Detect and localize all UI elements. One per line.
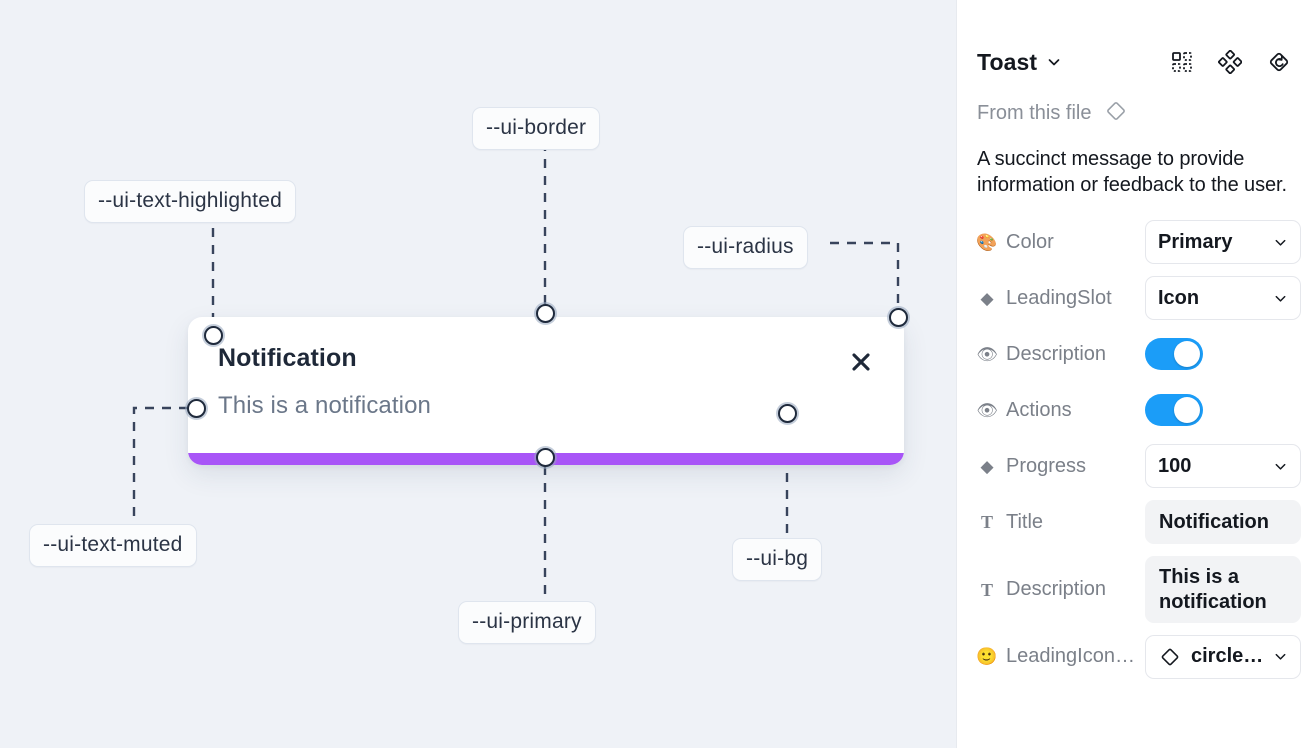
property-label-title: T Title: [977, 511, 1145, 534]
toggle-knob: [1174, 341, 1200, 368]
token-chip-ui-border[interactable]: --ui-border: [472, 107, 601, 150]
property-row-description-text: T Description This is a notification: [977, 556, 1301, 623]
leadingicon-select[interactable]: circle…: [1145, 634, 1301, 679]
progress-select[interactable]: 100: [1145, 444, 1301, 489]
toast-description: This is a notification: [218, 392, 431, 419]
property-label-text: Actions: [1006, 398, 1072, 421]
property-label-actions: 👁 Actions: [977, 399, 1145, 422]
component-select-icon[interactable]: [1170, 50, 1194, 74]
property-list: 🎨 Color Primary ◆ LeadingSlot: [977, 220, 1301, 679]
eye-emoji-icon: 👁: [977, 400, 998, 420]
diamond-icon: ◆: [980, 288, 994, 308]
from-this-file[interactable]: From this file: [977, 98, 1292, 129]
leadingicon-select-value: circle…: [1191, 645, 1264, 668]
title-input[interactable]: Notification: [1145, 500, 1301, 545]
property-row-title: T Title Notification: [977, 500, 1301, 545]
progress-select-value: 100: [1158, 454, 1192, 477]
properties-panel: Toast: [956, 0, 1312, 748]
token-chip-ui-primary[interactable]: --ui-primary: [458, 601, 596, 644]
reset-instance-icon[interactable]: [1266, 49, 1292, 75]
component-description: A succinct message to provide informatio…: [977, 148, 1287, 196]
token-handle-ui-text-muted[interactable]: [187, 399, 206, 418]
description-input[interactable]: This is a notification: [1145, 556, 1301, 623]
token-handle-ui-text-highlighted[interactable]: [204, 326, 223, 345]
property-label-text: Progress: [1006, 454, 1087, 477]
property-row-color: 🎨 Color Primary: [977, 220, 1301, 265]
token-chip-ui-text-highlighted[interactable]: --ui-text-highlighted: [84, 180, 296, 223]
property-label-text: Description: [1006, 342, 1107, 365]
chevron-down-icon: [1273, 459, 1288, 474]
chevron-down-icon: [1273, 649, 1288, 664]
panel-header-actions: [1170, 49, 1292, 75]
property-label-description-text: T Description: [977, 578, 1145, 601]
property-label-text: LeadingIcon…: [1006, 645, 1135, 668]
token-chip-ui-bg[interactable]: --ui-bg: [732, 538, 823, 581]
token-chip-ui-text-muted[interactable]: --ui-text-muted: [29, 524, 197, 567]
token-handle-ui-primary[interactable]: [536, 448, 555, 467]
component-instance-icon[interactable]: [1218, 50, 1242, 74]
chevron-down-icon: [1273, 235, 1288, 250]
component-diamond-icon: [1158, 645, 1182, 669]
close-icon[interactable]: [848, 349, 874, 375]
palette-emoji-icon: 🎨: [977, 232, 998, 252]
property-row-description-visibility: 👁 Description: [977, 332, 1292, 376]
property-label-description-visibility: 👁 Description: [977, 343, 1145, 366]
leadingslot-select-value: Icon: [1158, 286, 1200, 309]
chevron-down-icon: [1273, 291, 1288, 306]
token-handle-ui-bg[interactable]: [778, 404, 797, 423]
property-row-actions: 👁 Actions: [977, 388, 1292, 432]
panel-title: Toast: [977, 48, 1038, 75]
property-label-leadingicon: 🙂 LeadingIcon…: [977, 645, 1145, 668]
property-label-text: Title: [1006, 510, 1044, 533]
property-row-progress: ◆ Progress 100: [977, 444, 1301, 489]
token-handle-ui-radius[interactable]: [889, 308, 908, 327]
text-icon: T: [980, 579, 993, 600]
component-diamond-icon: [1103, 98, 1129, 129]
color-select[interactable]: Primary: [1145, 220, 1301, 265]
chevron-down-icon[interactable]: [1046, 54, 1062, 70]
leadingslot-select[interactable]: Icon: [1145, 276, 1301, 321]
panel-header: Toast: [977, 34, 1292, 90]
property-label-color: 🎨 Color: [977, 231, 1145, 254]
design-canvas[interactable]: Notification This is a notification --ui…: [0, 0, 956, 748]
property-label-text: Description: [1006, 578, 1107, 601]
property-label-text: Color: [1006, 230, 1054, 253]
toggle-knob: [1174, 397, 1200, 424]
actions-toggle[interactable]: [1145, 394, 1203, 427]
connector-ui-text-muted: [132, 406, 188, 524]
text-icon: T: [980, 512, 993, 533]
property-label-leadingslot: ◆ LeadingSlot: [977, 287, 1145, 310]
toast-title: Notification: [218, 344, 357, 372]
property-row-leadingicon: 🙂 LeadingIcon… circle…: [977, 634, 1301, 679]
token-chip-ui-radius[interactable]: --ui-radius: [683, 226, 808, 269]
token-handle-ui-border[interactable]: [536, 304, 555, 323]
property-label-progress: ◆ Progress: [977, 455, 1145, 478]
diamond-icon: ◆: [980, 456, 994, 476]
description-toggle[interactable]: [1145, 338, 1203, 371]
toast-component[interactable]: Notification This is a notification: [188, 317, 904, 465]
property-row-leadingslot: ◆ LeadingSlot Icon: [977, 276, 1301, 321]
color-select-value: Primary: [1158, 230, 1233, 253]
smiley-emoji-icon: 🙂: [977, 647, 998, 667]
from-this-file-label: From this file: [977, 102, 1092, 124]
connector-ui-radius: [830, 241, 900, 309]
eye-emoji-icon: 👁: [977, 344, 998, 364]
property-label-text: LeadingSlot: [1006, 286, 1112, 309]
